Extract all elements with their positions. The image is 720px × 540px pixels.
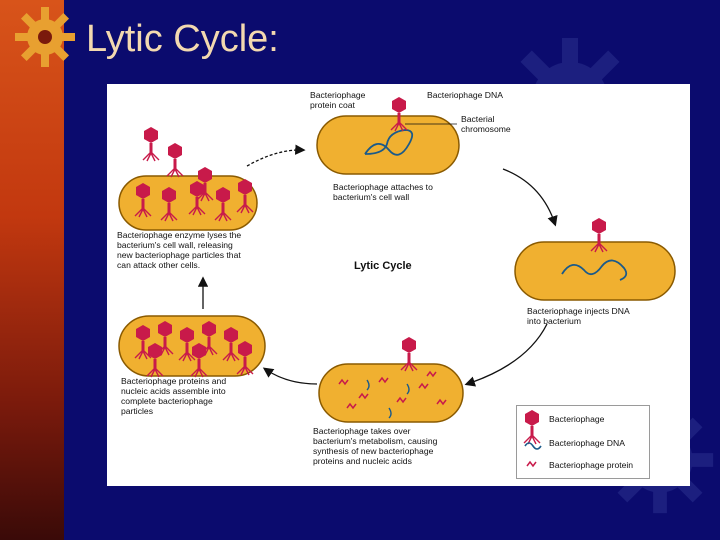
legend-item-dna: Bacteriophage DNA: [549, 438, 625, 448]
cycle-arrow: [246, 144, 306, 167]
cycle-arrow: [464, 323, 548, 387]
label-attaches: Bacteriophage attaches to bacterium's ce…: [333, 182, 433, 202]
slide-title: Lytic Cycle:: [86, 18, 279, 60]
label-lyses: Bacteriophage enzyme lyses the bacterium…: [117, 230, 242, 270]
bacterium-inject: [514, 217, 676, 301]
legend-icons: [523, 409, 542, 467]
bacterium-attach: [316, 96, 460, 175]
bacterium-takeover: [318, 336, 464, 423]
legend-item-phage: Bacteriophage: [549, 414, 605, 424]
decorative-side-strip: [0, 0, 64, 540]
label-takes-over: Bacteriophage takes over bacterium's met…: [313, 426, 438, 466]
label-bacterial-chromosome: Bacterial chromosome: [461, 114, 511, 134]
lytic-cycle-diagram: Bacteriophage protein coat Bacteriophage…: [107, 84, 690, 486]
gear-icon: [15, 7, 75, 67]
cycle-arrow: [502, 168, 558, 227]
bacterium-lyse: [118, 126, 258, 231]
cycle-arrow: [262, 367, 318, 385]
legend-item-protein: Bacteriophage protein: [549, 460, 634, 470]
label-injects: Bacteriophage injects DNA into bacterium: [527, 306, 630, 326]
bacterium-assemble: [118, 315, 266, 378]
label-protein-coat: Bacteriophage protein coat: [310, 90, 366, 110]
label-assemble: Bacteriophage proteins and nucleic acids…: [121, 376, 227, 416]
label-phage-dna: Bacteriophage DNA: [427, 90, 503, 100]
cycle-center-title: Lytic Cycle: [354, 260, 412, 272]
legend: Bacteriophage Bacteriophage DNA Bacterio…: [516, 405, 650, 479]
